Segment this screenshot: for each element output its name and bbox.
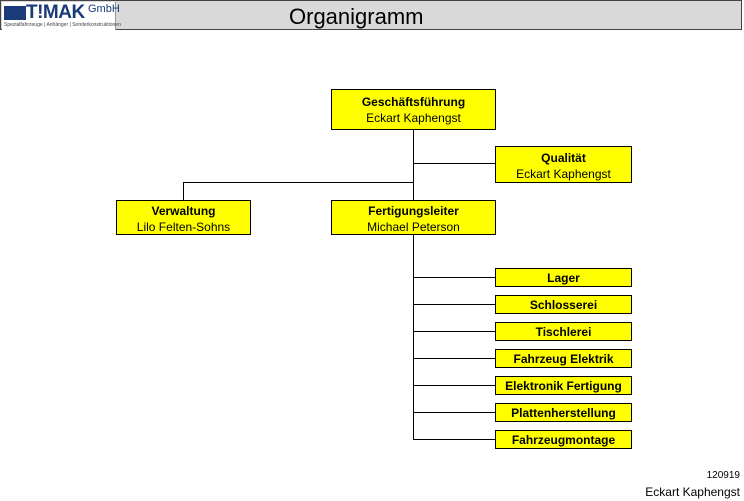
connector-admin-down xyxy=(183,182,184,201)
connector-dept xyxy=(413,358,496,359)
connector-dept xyxy=(413,439,496,440)
dept-box-lager: Lager xyxy=(495,268,632,287)
connector-dept xyxy=(413,412,496,413)
org-box-title: Geschäftsführung xyxy=(361,95,466,109)
org-box-name: Eckart Kaphengst xyxy=(516,167,611,181)
logo-text: T!MAK xyxy=(26,2,85,23)
connector-ceo-down xyxy=(413,129,414,200)
footer-author: Eckart Kaphengst xyxy=(645,485,740,499)
header-bar: T!MAK GmbH Spezialfahrzeuge | Anhänger |… xyxy=(0,0,742,30)
logo-tagline: Spezialfahrzeuge | Anhänger | Sonderkons… xyxy=(4,22,121,28)
connector-dept xyxy=(413,277,496,278)
org-box-name: Eckart Kaphengst xyxy=(366,111,461,125)
dept-box-fahrzeug-elektrik: Fahrzeug Elektrik xyxy=(495,349,632,368)
connector-dept xyxy=(413,385,496,386)
org-box-title: Qualität xyxy=(541,151,586,165)
org-box-quality: Qualität Eckart Kaphengst xyxy=(495,146,632,183)
org-box-title: Fertigungsleiter xyxy=(368,204,459,218)
footer-code: 120919 xyxy=(706,470,740,481)
org-box-name: Michael Peterson xyxy=(367,220,460,234)
page-title: Organigramm xyxy=(289,4,424,29)
connector-dept xyxy=(413,331,496,332)
dept-box-fahrzeugmontage: Fahrzeugmontage xyxy=(495,430,632,449)
logo-gmbh: GmbH xyxy=(88,3,120,15)
org-box-title: Verwaltung xyxy=(151,204,216,218)
connector-dept xyxy=(413,304,496,305)
org-box-production: Fertigungsleiter Michael Peterson xyxy=(331,200,496,235)
dept-box-schlosserei: Schlosserei xyxy=(495,295,632,314)
org-box-admin: Verwaltung Lilo Felten-Sohns xyxy=(116,200,251,235)
org-box-ceo: Geschäftsführung Eckart Kaphengst xyxy=(331,89,496,130)
connector-quality xyxy=(413,163,496,164)
dept-box-elektronik-fertigung: Elektronik Fertigung xyxy=(495,376,632,395)
company-logo: T!MAK GmbH Spezialfahrzeuge | Anhänger |… xyxy=(2,2,121,30)
logo-mark-icon xyxy=(4,6,26,20)
org-box-name: Lilo Felten-Sohns xyxy=(136,220,231,234)
connector-production-down xyxy=(413,234,414,440)
dept-box-plattenherstellung: Plattenherstellung xyxy=(495,403,632,422)
dept-box-tischlerei: Tischlerei xyxy=(495,322,632,341)
connector-horizontal xyxy=(183,182,414,183)
